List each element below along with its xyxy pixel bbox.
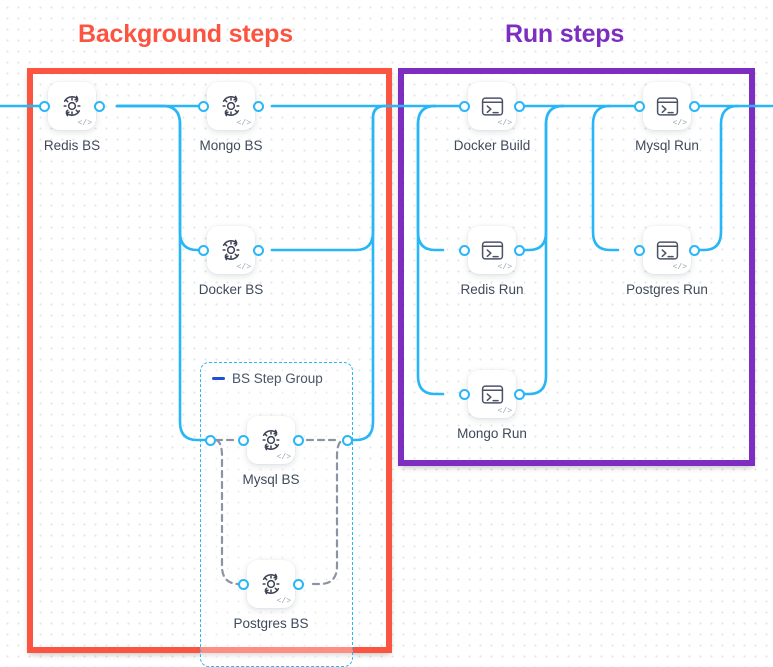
code-tag: </>	[672, 119, 687, 128]
output-port[interactable]	[293, 434, 304, 446]
output-port[interactable]	[514, 100, 525, 112]
gear-sync-icon	[48, 82, 96, 130]
node-card[interactable]	[247, 560, 295, 608]
node-card[interactable]	[207, 82, 255, 130]
node-card[interactable]	[247, 416, 295, 464]
node-label: Postgres BS	[233, 616, 309, 631]
step-group-header[interactable]: BS Step Group	[212, 371, 323, 386]
node-card[interactable]	[643, 226, 691, 274]
input-port[interactable]	[198, 100, 209, 112]
input-port[interactable]	[198, 244, 209, 256]
input-port[interactable]	[459, 388, 470, 400]
terminal-icon	[643, 226, 691, 274]
node-card[interactable]	[48, 82, 96, 130]
section-title-background-steps: Background steps	[78, 20, 293, 48]
node-label: Redis BS	[43, 138, 101, 153]
dash-icon[interactable]	[212, 377, 225, 380]
code-tag: </>	[497, 263, 512, 272]
node-label: Redis Run	[460, 282, 524, 297]
output-port[interactable]	[253, 244, 264, 256]
output-port[interactable]	[689, 100, 700, 112]
output-port[interactable]	[514, 244, 525, 256]
node-card[interactable]	[468, 82, 516, 130]
node-redis-bs[interactable]: </> Redis BS	[39, 82, 105, 153]
node-mysql-bs[interactable]: </> Mysql BS	[238, 416, 304, 487]
output-port[interactable]	[514, 388, 525, 400]
node-label: Docker BS	[198, 282, 264, 297]
node-label: Mongo BS	[199, 138, 263, 153]
terminal-icon	[468, 82, 516, 130]
node-mongo-run[interactable]: </> Mongo Run	[457, 370, 527, 441]
output-port[interactable]	[689, 244, 700, 256]
terminal-icon	[643, 82, 691, 130]
code-tag: </>	[236, 119, 251, 128]
step-group-label: BS Step Group	[232, 371, 323, 386]
node-mongo-bs[interactable]: </> Mongo BS	[198, 82, 264, 153]
node-label: Postgres Run	[626, 282, 708, 297]
code-tag: </>	[77, 119, 92, 128]
node-postgres-bs[interactable]: </> Postgres BS	[233, 560, 309, 631]
input-port[interactable]	[238, 578, 249, 590]
input-port[interactable]	[634, 100, 645, 112]
node-label: Mongo Run	[457, 426, 527, 441]
step-group-output-port[interactable]	[342, 434, 353, 446]
node-label: Mysql Run	[635, 138, 699, 153]
code-tag: </>	[276, 597, 291, 606]
code-tag: </>	[497, 119, 512, 128]
node-label: Docker Build	[453, 138, 531, 153]
code-tag: </>	[276, 453, 291, 462]
input-port[interactable]	[459, 244, 470, 256]
node-mysql-run[interactable]: </> Mysql Run	[634, 82, 700, 153]
output-port[interactable]	[94, 100, 105, 112]
node-docker-build[interactable]: </> Docker Build	[454, 82, 530, 153]
gear-sync-icon	[207, 226, 255, 274]
step-group-input-port[interactable]	[205, 434, 216, 446]
output-port[interactable]	[253, 100, 264, 112]
code-tag: </>	[236, 263, 251, 272]
section-title-run-steps: Run steps	[505, 20, 625, 48]
output-port[interactable]	[293, 578, 304, 590]
node-docker-bs[interactable]: </> Docker BS	[198, 226, 264, 297]
node-card[interactable]	[643, 82, 691, 130]
node-card[interactable]	[468, 226, 516, 274]
terminal-icon	[468, 370, 516, 418]
node-postgres-run[interactable]: </> Postgres Run	[626, 226, 708, 297]
code-tag: </>	[672, 263, 687, 272]
code-tag: </>	[497, 407, 512, 416]
gear-sync-icon	[207, 82, 255, 130]
gear-sync-icon	[247, 416, 295, 464]
gear-sync-icon	[247, 560, 295, 608]
input-port[interactable]	[459, 100, 470, 112]
node-card[interactable]	[207, 226, 255, 274]
input-port[interactable]	[634, 244, 645, 256]
node-redis-run[interactable]: </> Redis Run	[459, 226, 525, 297]
node-label: Mysql BS	[242, 472, 300, 487]
node-card[interactable]	[468, 370, 516, 418]
section-frame-run-steps	[398, 68, 755, 466]
section-frame-background-steps	[27, 68, 392, 653]
terminal-icon	[468, 226, 516, 274]
input-port[interactable]	[238, 434, 249, 446]
input-port[interactable]	[39, 100, 50, 112]
